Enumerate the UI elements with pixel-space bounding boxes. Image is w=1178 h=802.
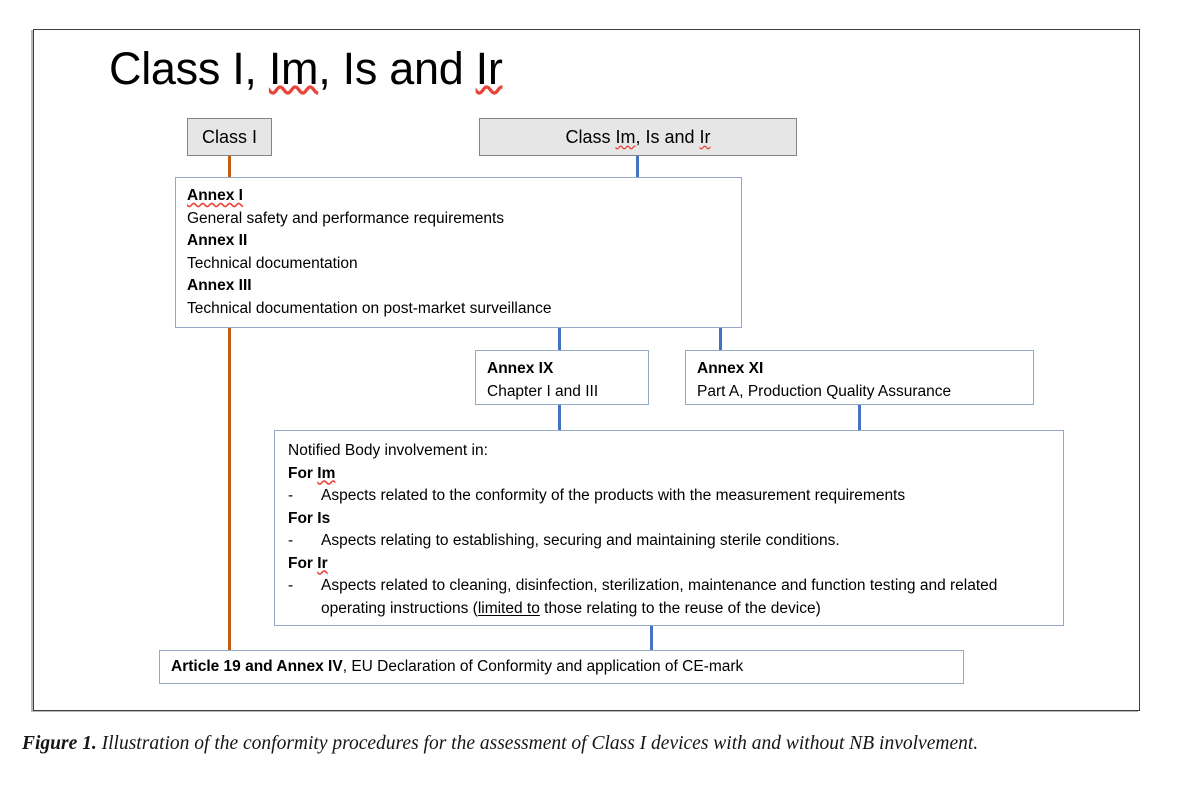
connector-annex-group-to-article-19 (228, 328, 231, 650)
annex-xi-title: Annex XI (697, 358, 1023, 381)
bullet-text-ir-line2-post: those relating to the reuse of the devic… (539, 599, 821, 617)
annex-i-text: General safety and performance requireme… (187, 209, 505, 227)
notified-body-bullet-ir: - Aspects related to cleaning, disinfect… (288, 575, 1051, 620)
article-19-bold-part: Article 19 and Annex IV (171, 658, 343, 675)
diagram-title-part-im: Im (268, 43, 319, 94)
diagram-title-part-3: , Is and (318, 43, 476, 94)
notified-body-heading: Notified Body involvement in: (288, 442, 488, 459)
annex-xi-title-text: Annex XI (697, 360, 764, 377)
figure-caption: Figure 1. Illustration of the conformity… (22, 730, 1161, 758)
bullet-dash-ir: - (288, 577, 294, 594)
diagram-title-part-ir: Ir (475, 43, 503, 94)
bullet-text-ir-line1: Aspects related to cleaning, disinfectio… (321, 577, 946, 594)
diagram-title-part-1: Class I, (109, 43, 269, 94)
node-class-i[interactable]: Class I (187, 118, 272, 156)
connector-annex-ix-to-notified-body (558, 405, 561, 430)
bullet-text-ir-line2-pre: related operating instructions ( (321, 577, 998, 617)
connector-notified-body-to-article-19 (650, 626, 653, 650)
bullet-dash-is: - (288, 532, 294, 549)
class-label-im: Im (615, 126, 636, 147)
for-ir-code: Ir (317, 554, 328, 572)
annex-i-title-text: Annex I (187, 187, 243, 204)
node-notified-body[interactable]: Notified Body involvement in: For Im - A… (274, 430, 1064, 626)
node-class-i-label: Class I (201, 126, 257, 147)
annex-ii-title: Annex II (187, 230, 731, 253)
for-is-prefix: For (288, 509, 318, 527)
node-annex-xi[interactable]: Annex XI Part A, Production Quality Assu… (685, 350, 1034, 405)
article-19-rest-part: , EU Declaration of Conformity and appli… (342, 658, 744, 675)
connector-annex-xi-to-notified-body (858, 405, 861, 430)
annex-ix-text: Chapter I and III (487, 382, 599, 400)
notified-body-bullet-is: - Aspects relating to establishing, secu… (288, 530, 1051, 553)
diagram-canvas: Class I, Im, Is and Ir Class I Class Im,… (34, 30, 1139, 710)
annex-ii-title-text: Annex II (187, 232, 248, 249)
figure-frame: Class I, Im, Is and Ir Class I Class Im,… (33, 29, 1140, 711)
for-ir-prefix: For (288, 554, 318, 572)
for-im-prefix: For (288, 464, 318, 482)
class-label-ir: Ir (699, 126, 711, 147)
bullet-text-ir-underlined: limited to (477, 599, 540, 617)
bullet-dash-im: - (288, 487, 294, 504)
bullet-text-is: Aspects relating to establishing, securi… (321, 532, 840, 549)
bullet-text-im: Aspects related to the conformity of the… (321, 487, 906, 504)
article-19-label: Article 19 and Annex IV, EU Declaration … (171, 656, 953, 679)
node-annex-ix[interactable]: Annex IX Chapter I and III (475, 350, 649, 405)
node-class-im-is-ir[interactable]: Class Im, Is and Ir (479, 118, 797, 156)
annex-iii-title-text: Annex III (187, 277, 252, 294)
figure-caption-text: Illustration of the conformity procedure… (101, 733, 979, 754)
class-label-mid: , Is and (635, 126, 700, 147)
node-article-19[interactable]: Article 19 and Annex IV, EU Declaration … (159, 650, 964, 684)
connector-annex-group-to-annex-xi (719, 328, 722, 350)
annex-iii-text: Technical documentation on post-market s… (187, 299, 552, 317)
annex-iii-title: Annex III (187, 275, 731, 298)
annex-xi-text: Part A, Production Quality Assurance (697, 382, 952, 400)
for-im-code: Im (317, 464, 336, 482)
connector-class-im-to-annex-group (636, 156, 639, 177)
node-annex-group[interactable]: Annex I General safety and performance r… (175, 177, 742, 328)
diagram-title: Class I, Im, Is and Ir (109, 41, 503, 97)
notified-body-group-label-is: For Is (288, 508, 1051, 531)
notified-body-bullet-im: - Aspects related to the conformity of t… (288, 485, 1051, 508)
notified-body-group-label-ir: For Ir (288, 553, 1051, 576)
annex-ix-title-text: Annex IX (487, 360, 554, 377)
annex-ii-text: Technical documentation (187, 254, 358, 272)
node-class-im-is-ir-label: Class Im, Is and Ir (565, 127, 710, 148)
notified-body-group-label-im: For Im (288, 463, 1051, 486)
annex-i-title: Annex I (187, 185, 731, 208)
connector-class-i-to-annex-group (228, 156, 231, 177)
bullet-text-ir: Aspects related to cleaning, disinfectio… (321, 575, 1051, 620)
for-is-code: Is (317, 509, 331, 527)
annex-ix-title: Annex IX (487, 358, 638, 381)
figure-caption-label: Figure 1. (22, 733, 97, 754)
connector-annex-group-to-annex-ix (558, 328, 561, 350)
class-label-prefix: Class (565, 126, 616, 147)
